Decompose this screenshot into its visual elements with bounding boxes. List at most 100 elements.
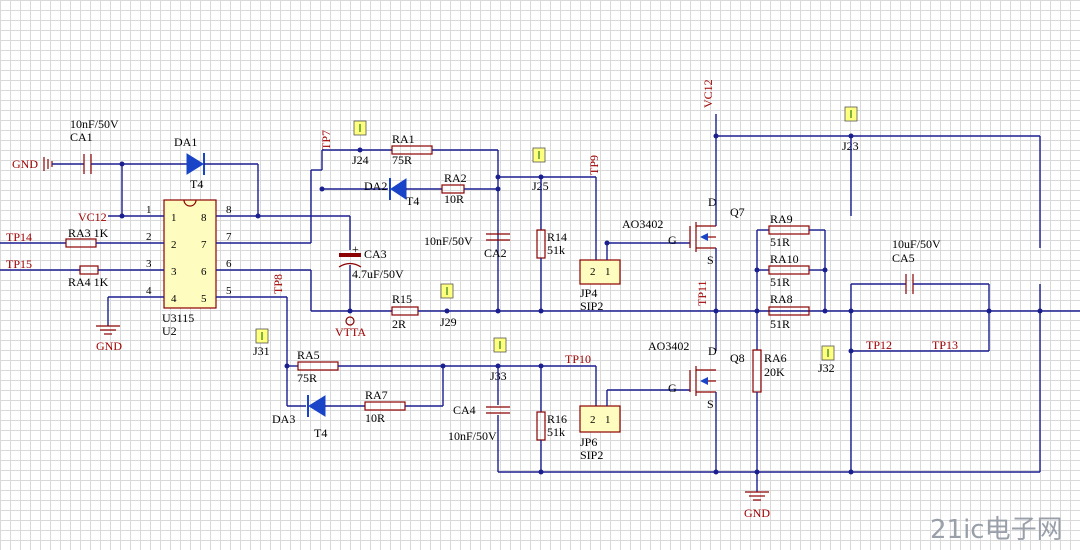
jp6-pin2: 2 (590, 414, 596, 426)
vtta-port (345, 316, 355, 326)
r16-value: 51k (547, 425, 565, 439)
diode-da3 (307, 395, 326, 417)
capacitor-ca5 (905, 274, 914, 294)
gnd-symbol-mid (96, 325, 120, 335)
u2-pin1-in: 1 (171, 212, 177, 224)
da3-ref: DA3 (272, 412, 295, 426)
tp14-label: TP14 (6, 230, 32, 244)
diode-da2 (389, 178, 407, 200)
q7-src-s: S (707, 253, 714, 267)
mosfet-q7 (689, 222, 716, 252)
jumper-jp4 (579, 259, 621, 285)
u2-pin4-num: 4 (146, 285, 152, 297)
ca4-value: 10nF/50V (448, 429, 497, 443)
u2-pin4-in: 4 (171, 293, 177, 305)
ca2-ref: CA2 (484, 246, 507, 260)
jp4-pin2: 2 (590, 266, 596, 278)
ra7-value: 10R (365, 411, 385, 425)
tp7-label: TP7 (319, 130, 333, 150)
ca3-ref: CA3 (364, 247, 387, 261)
ra10-value: 51R (770, 275, 790, 289)
ra1-value: 75R (392, 153, 412, 167)
r15-value: 2R (392, 317, 406, 331)
vc12-label-right: VC12 (701, 79, 715, 108)
resistor-r16 (536, 411, 546, 441)
resistor-r14 (536, 229, 546, 259)
tp12-label: TP12 (866, 338, 892, 352)
ca5-ref: CA5 (892, 251, 915, 265)
resistor-ra7 (364, 401, 406, 411)
j31-label: J31 (253, 344, 270, 358)
u2-pin7-in: 7 (201, 239, 207, 251)
r14-ref: R14 (547, 230, 567, 244)
capacitor-ca1 (83, 154, 92, 174)
q8-gate-g: G (668, 381, 677, 395)
gnd-label-right: GND (744, 506, 770, 520)
ca4-ref: CA4 (453, 403, 476, 417)
capacitor-ca2 (486, 233, 510, 241)
resistor-ra9 (768, 225, 810, 235)
ca5-value: 10uF/50V (892, 237, 941, 251)
tp13-label: TP13 (932, 338, 958, 352)
ra6-ref: RA6 (764, 351, 787, 365)
q8-type: AO3402 (648, 339, 689, 353)
r14-value: 51k (547, 243, 565, 257)
resistor-ra4 (79, 265, 99, 275)
resistor-ra6 (752, 349, 762, 393)
svg-text:+: + (352, 242, 359, 256)
ra6-value: 20K (764, 365, 785, 379)
ra4-label: RA4 1K (68, 275, 109, 289)
ra5-value: 75R (297, 371, 317, 385)
u2-name: U3115 (162, 311, 194, 325)
ra10-ref: RA10 (770, 252, 799, 266)
ic-u2-body (163, 199, 217, 309)
u2-pin2-num: 2 (146, 231, 152, 243)
ra5-ref: RA5 (297, 348, 320, 362)
ra8-ref: RA8 (770, 292, 793, 306)
jp4-type: SIP2 (580, 299, 603, 313)
u2-pin2-in: 2 (171, 239, 177, 251)
vtta-label: VTTA (335, 325, 366, 339)
jp6-type: SIP2 (580, 448, 603, 462)
jp6-pin1: 1 (605, 414, 611, 426)
jp4-ref: JP4 (580, 286, 597, 300)
u2-pin5-num: 5 (226, 285, 232, 297)
resistor-ra3 (65, 238, 97, 248)
q7-drn-d: D (708, 195, 717, 209)
jumper-jp6 (579, 405, 621, 433)
diode-da1 (186, 153, 205, 175)
ca3-value: 4.7uF/50V (352, 267, 404, 281)
ra2-value: 10R (444, 192, 464, 206)
gnd-label-left: GND (12, 157, 38, 171)
gnd-symbol-left (43, 157, 84, 171)
ca1-ref: CA1 (70, 130, 93, 144)
u2-ref: U2 (162, 324, 177, 338)
resistor-ra8 (768, 306, 810, 316)
q8-src-s: S (707, 397, 714, 411)
u2-pin6-num: 6 (226, 258, 232, 270)
ra1-ref: RA1 (392, 132, 415, 146)
q7-ref: Q7 (730, 205, 745, 219)
q8-drn-d: D (708, 344, 717, 358)
ra9-ref: RA9 (770, 212, 793, 226)
watermark-text: 21ic电子网 (930, 515, 1063, 545)
ra7-ref: RA7 (365, 388, 388, 402)
q8-ref: Q8 (730, 351, 745, 365)
gnd-label-mid: GND (96, 339, 122, 353)
gnd-symbol-right (745, 491, 769, 501)
ca1-value: 10nF/50V (70, 117, 119, 131)
u2-pin6-in: 6 (201, 266, 207, 278)
resistor-ra10 (768, 265, 810, 275)
jp6-ref: JP6 (580, 435, 597, 449)
vc12-label-left: VC12 (78, 210, 107, 224)
resistor-r15 (391, 306, 419, 316)
jp4-pin1: 1 (605, 266, 611, 278)
u2-pin5-in: 5 (201, 293, 207, 305)
q7-type: AO3402 (622, 217, 663, 231)
capacitor-ca4 (486, 406, 510, 414)
u2-pin3-in: 3 (171, 266, 177, 278)
u2-pin8-num: 8 (226, 204, 232, 216)
tp9-label: TP9 (587, 155, 601, 175)
u2-pin1-num: 1 (146, 204, 152, 216)
